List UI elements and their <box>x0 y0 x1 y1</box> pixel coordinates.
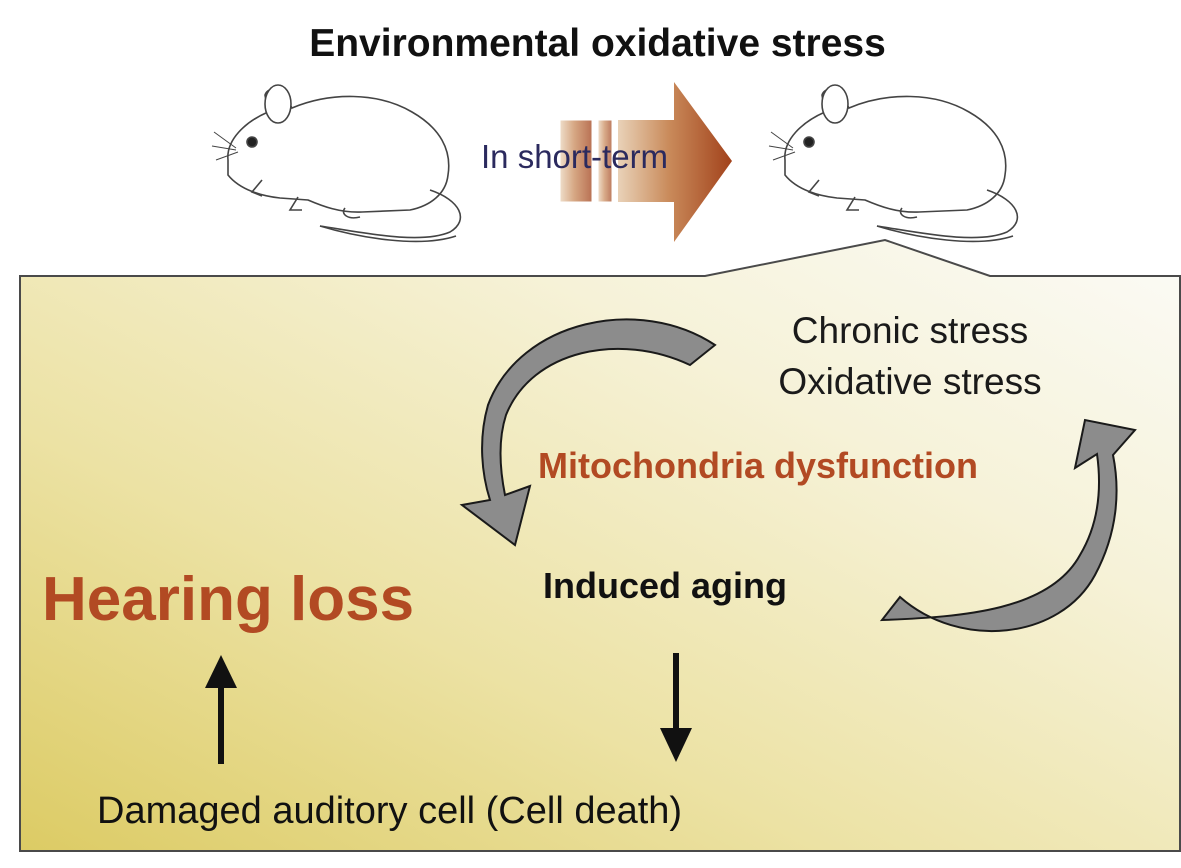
mouse-icon <box>211 84 462 243</box>
damaged-cell-label: Damaged auditory cell (Cell death) <box>97 790 683 832</box>
transition-label: In short-term <box>481 138 669 175</box>
up-arrow-icon <box>205 655 237 764</box>
hearing-loss-label: Hearing loss <box>42 565 415 634</box>
diagram-title: Environmental oxidative stress <box>309 22 886 65</box>
down-arrow-icon <box>660 653 692 762</box>
chronic-stress-label: Chronic stress Oxidative stress <box>778 310 1042 403</box>
mitochondria-dysfunction-label: Mitochondria dysfunction <box>538 445 978 486</box>
transition-arrow-icon <box>559 82 732 242</box>
context-panel <box>19 238 1181 852</box>
cycle-arrow-icon <box>879 418 1137 633</box>
mouse-icon <box>768 84 1019 243</box>
induced-aging-label: Induced aging <box>543 565 788 606</box>
cycle-arrow-icon <box>459 318 717 547</box>
